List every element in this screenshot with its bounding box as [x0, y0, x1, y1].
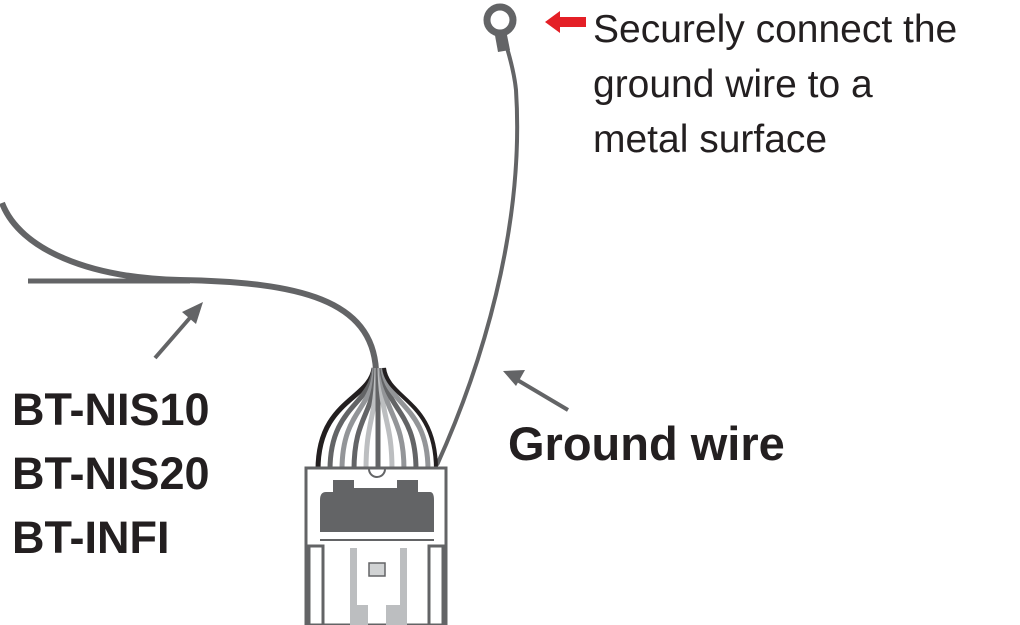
ground-instruction-note: Securely connect the ground wire to a me…	[593, 2, 957, 167]
ground-wire-label: Ground wire	[508, 417, 785, 470]
connector-plug	[304, 466, 448, 625]
ring-terminal-icon	[483, 3, 517, 52]
note-line: metal surface	[593, 118, 828, 161]
model-label: BT-NIS20	[12, 448, 210, 499]
model-label: BT-NIS10	[12, 384, 210, 435]
ground-wire	[435, 31, 520, 466]
model-list: BT-NIS10 BT-NIS20 BT-INFI	[12, 378, 210, 570]
red-arrow-icon	[545, 11, 586, 33]
note-line: ground wire to a	[593, 63, 873, 106]
note-line: Securely connect the	[593, 8, 958, 51]
wire-bundle	[315, 367, 438, 471]
cable-pointer-arrow-icon	[153, 302, 203, 360]
model-label: BT-INFI	[12, 512, 170, 563]
main-cable	[0, 201, 379, 371]
ground-pointer-arrow-icon	[503, 370, 570, 412]
